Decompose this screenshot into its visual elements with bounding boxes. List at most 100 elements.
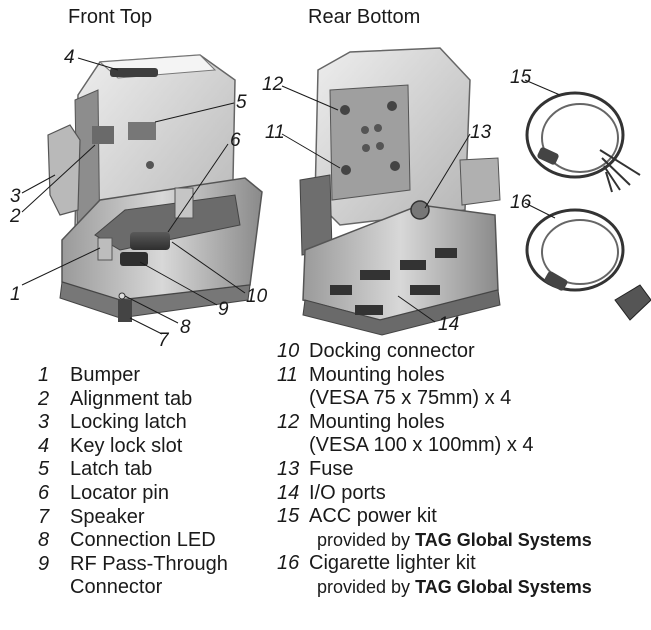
- callout-5: 5: [236, 92, 247, 113]
- legend-item-8: 8 Connection LED: [38, 529, 228, 553]
- callout-3: 3: [10, 186, 21, 207]
- legend-text: Speaker: [70, 505, 145, 528]
- vesa-hole-3: [341, 165, 351, 175]
- front-top-title: Front Top: [68, 6, 153, 28]
- legend-num: 4: [38, 434, 50, 457]
- plate-hole-a: [146, 161, 154, 169]
- callout-9: 9: [218, 299, 229, 320]
- legend-num: 2: [38, 387, 50, 410]
- callout-15: 15: [510, 67, 532, 88]
- rear-right-bracket: [459, 157, 501, 206]
- rear-mount-panel: [329, 84, 411, 201]
- legend-text: Fuse: [309, 457, 354, 480]
- provided-by-label: provided by: [317, 529, 411, 550]
- vesa-hole-8: [376, 142, 384, 150]
- legend-text: RF Pass-Through: [70, 552, 228, 575]
- callout-10: 10: [246, 286, 268, 307]
- front-top-dock: [47, 54, 263, 322]
- legend-text: Connection LED: [70, 529, 216, 552]
- callout-11: 11: [265, 122, 285, 143]
- rear-base-bottom: [302, 289, 501, 336]
- legend-text: Key lock slot: [70, 434, 183, 457]
- brand-name: TAG Global Systems: [415, 576, 592, 597]
- legend-text: Latch tab: [70, 458, 153, 481]
- legend-item-12-cont: (VESA 100 x 100mm) x 4: [309, 434, 534, 457]
- legend-num: 7: [38, 505, 50, 528]
- io-port-4: [435, 248, 457, 258]
- acc-power-kit: [525, 91, 641, 193]
- key-lock-slot: [110, 68, 158, 77]
- callout-14: 14: [438, 314, 459, 335]
- legend-item-5: 5 Latch tab: [38, 458, 228, 482]
- legend-num: 5: [38, 458, 50, 481]
- callout-1: 1: [10, 284, 21, 305]
- vesa-hole-7: [362, 144, 370, 152]
- legend-text: Cigarette lighter kit: [309, 552, 476, 575]
- legend-item-14: 14 I/O ports: [277, 482, 592, 506]
- legend-item-9-cont: Connector: [70, 576, 163, 599]
- legend-num: 8: [38, 529, 50, 552]
- legend-item-15: 15 ACC power kit: [277, 505, 592, 529]
- io-port-1: [330, 285, 352, 295]
- callout-12: 12: [262, 74, 284, 95]
- callout-2: 2: [9, 206, 21, 227]
- legend-num: 15: [277, 505, 300, 528]
- legend-num: 12: [277, 410, 300, 433]
- io-port-3: [400, 260, 426, 270]
- legend-num: 9: [38, 552, 50, 575]
- locking-latch: [47, 124, 81, 216]
- callout-16: 16: [510, 192, 532, 213]
- connection-led: [118, 292, 126, 300]
- legend-item-11-cont: (VESA 75 x 75mm) x 4: [309, 387, 512, 410]
- legend-text: Mounting holes: [309, 410, 445, 433]
- callout-4: 4: [64, 47, 75, 68]
- legend-item-16: 16 Cigarette lighter kit: [277, 552, 592, 576]
- legend-num: 3: [38, 411, 50, 434]
- legend-text: ACC power kit: [309, 505, 437, 528]
- io-port-5: [355, 305, 383, 315]
- legend-item-9: 9 RF Pass-Through: [38, 553, 228, 577]
- brand-name: TAG Global Systems: [415, 529, 592, 550]
- callout-8: 8: [180, 317, 191, 338]
- vesa-hole-2: [387, 101, 397, 111]
- tray-post: [174, 187, 194, 219]
- io-port-2: [360, 270, 390, 280]
- legend-text: Alignment tab: [70, 387, 193, 410]
- leader-lines: [21, 57, 561, 335]
- legend-num: 14: [277, 481, 300, 504]
- legend-text: Docking connector: [309, 340, 475, 362]
- callout-numbers: 4 5 6 3 2 1 10 9 8 7 12 11 13 14 15 16: [9, 47, 532, 351]
- legend-item-16-cont: provided by TAG Global Systems: [277, 576, 592, 600]
- legend-text: Locator pin: [70, 481, 169, 504]
- locator-pin: [97, 237, 113, 261]
- legend-item-4: 4 Key lock slot: [38, 435, 228, 459]
- legend-num: 11: [277, 363, 298, 386]
- legend-item-12: 12 Mounting holes: [277, 411, 592, 435]
- rear-bottom-title: Rear Bottom: [308, 6, 421, 28]
- rear-bottom-dock: [299, 47, 501, 336]
- legend-text: I/O ports: [309, 481, 386, 504]
- callout-6: 6: [230, 130, 241, 151]
- docking-connector: [130, 232, 170, 250]
- fuse: [410, 200, 430, 220]
- legend-text: Locking latch: [70, 411, 187, 434]
- vesa-hole-5: [361, 126, 369, 134]
- latch-tab: [128, 122, 156, 140]
- legend-num: 1: [38, 364, 50, 386]
- vesa-hole-1: [340, 105, 350, 115]
- legend-num: 16: [277, 552, 300, 575]
- vesa-hole-4: [390, 161, 400, 171]
- legend-item-15-cont: provided by TAG Global Systems: [277, 529, 592, 553]
- alignment-tab: [92, 126, 114, 144]
- speaker-grille: [118, 300, 132, 322]
- provided-by-label: provided by: [317, 576, 411, 597]
- io-port-6: [410, 285, 440, 295]
